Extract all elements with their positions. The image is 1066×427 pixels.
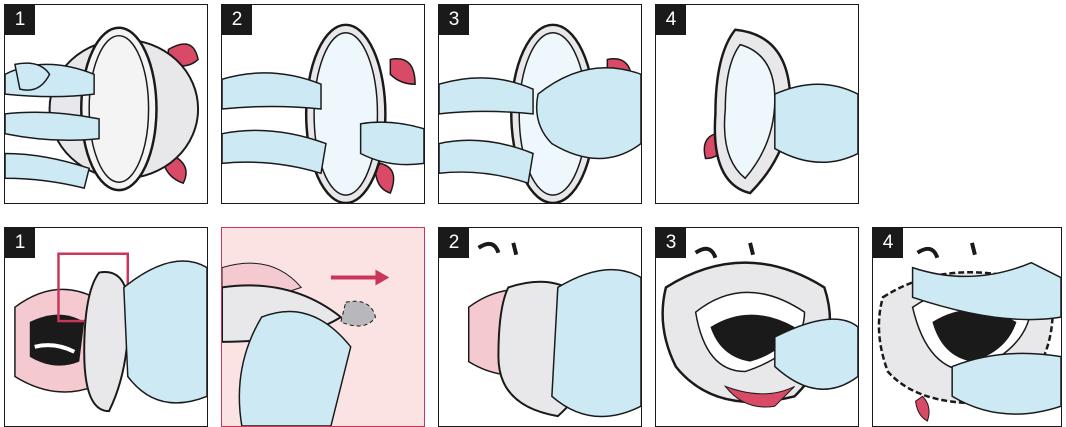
- retractor-folding-illustration: [222, 5, 424, 203]
- retractor-insertion-illustration: [5, 228, 207, 426]
- retractor-placed-illustration: [656, 228, 858, 426]
- bottom-panel-1: 1: [4, 227, 208, 427]
- bottom-panel-3: 3: [655, 227, 859, 427]
- retractor-folding-illustration: [5, 5, 207, 203]
- bottom-panel-2: 2: [438, 227, 642, 427]
- step-number-badge: 2: [439, 228, 469, 258]
- zoomed-insertion-detail: [222, 228, 424, 426]
- top-panel-2: 2: [221, 4, 425, 204]
- step-number-badge: 4: [656, 5, 686, 35]
- top-panel-3: 3: [438, 4, 642, 204]
- step-number-badge: 3: [439, 5, 469, 35]
- top-panel-4: 4: [655, 4, 859, 204]
- retractor-folding-illustration: [439, 5, 641, 203]
- step-number-badge: 2: [222, 5, 252, 35]
- arrow-right-icon: [375, 270, 389, 286]
- step-number-badge: 1: [5, 228, 35, 258]
- retractor-folded-illustration: [656, 5, 858, 203]
- step-number-badge: 3: [656, 228, 686, 258]
- top-panel-1: 1: [4, 4, 208, 204]
- retractor-insertion-illustration: [439, 228, 641, 426]
- bottom-panel-zoom: [221, 227, 425, 427]
- step-number-badge: 1: [5, 5, 35, 35]
- step-number-badge: 4: [873, 228, 903, 258]
- bottom-panel-4: 4: [872, 227, 1062, 427]
